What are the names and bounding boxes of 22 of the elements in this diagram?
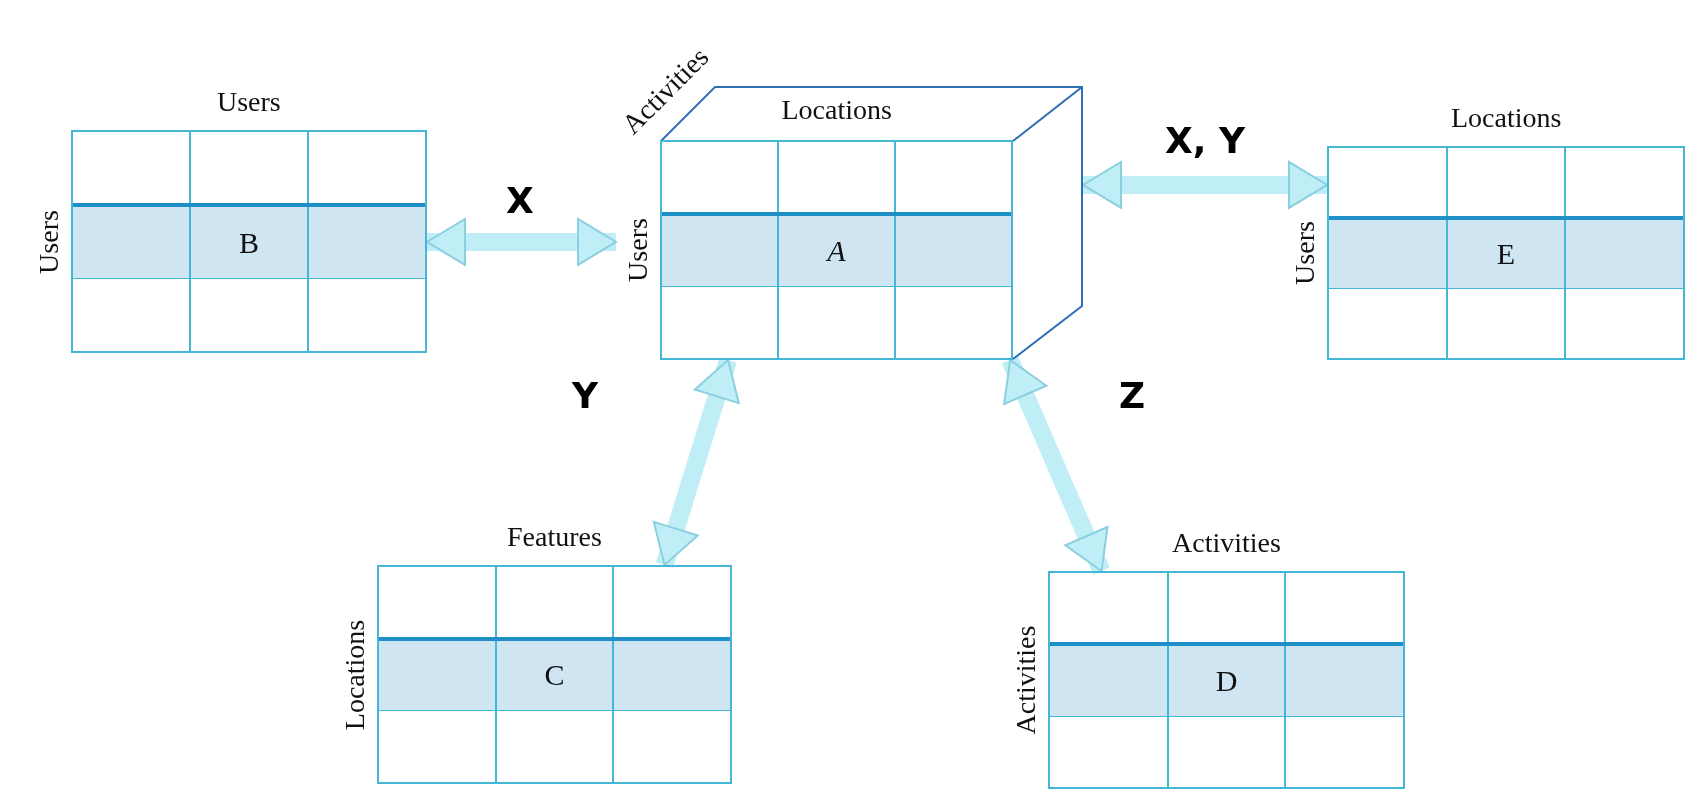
double-arrow <box>1082 160 1328 209</box>
matrix-grid <box>1048 571 1405 789</box>
row-header: Activities <box>1009 625 1042 735</box>
matrix-label: A <box>827 234 846 268</box>
row-header: Users <box>32 209 65 274</box>
column-header: Users <box>217 86 281 118</box>
matrix-label: D <box>1215 664 1238 698</box>
column-header: Activities <box>1172 527 1281 559</box>
row-header: Users <box>1288 221 1321 285</box>
column-header: Features <box>507 521 602 553</box>
double-arrow <box>426 217 617 266</box>
matrix-label: B <box>239 225 259 260</box>
matrix-grid <box>1327 146 1685 360</box>
matrix-label: E <box>1496 237 1516 271</box>
matrix-label: C <box>544 658 565 693</box>
row-header: Locations <box>339 619 372 730</box>
column-header: Locations <box>781 94 892 126</box>
matrix-grid <box>377 565 732 784</box>
matrix-grid <box>71 130 427 353</box>
row-header: Users <box>621 218 654 282</box>
column-header: Locations <box>1451 102 1562 134</box>
double-arrow <box>652 357 740 568</box>
